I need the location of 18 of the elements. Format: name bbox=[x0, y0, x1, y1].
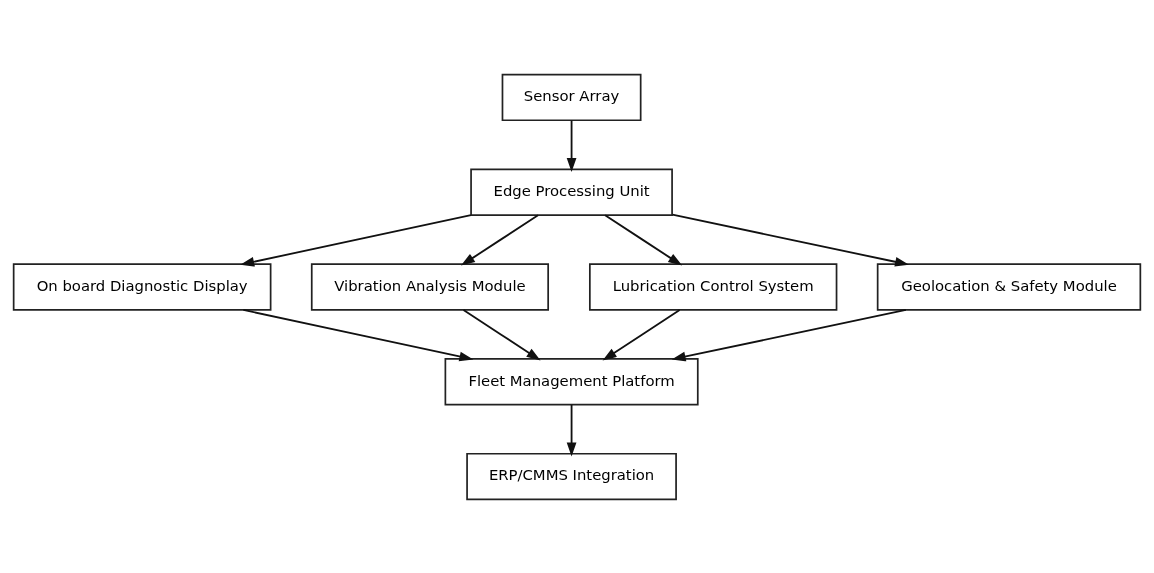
arrow bbox=[604, 213, 683, 266]
node-box: ERP/CMMS Integration bbox=[466, 452, 677, 500]
arrow bbox=[566, 403, 577, 456]
node-box: On board Diagnostic Display bbox=[12, 262, 272, 311]
arrow bbox=[242, 308, 474, 361]
arrow bbox=[460, 213, 539, 266]
node-box: Geolocation & Safety Module bbox=[876, 262, 1142, 311]
arrow bbox=[671, 213, 910, 267]
arrow bbox=[462, 308, 541, 360]
arrow bbox=[602, 308, 681, 360]
node-box: Lubrication Control System bbox=[589, 262, 838, 311]
node-box: Sensor Array bbox=[501, 73, 642, 121]
arrow bbox=[671, 308, 907, 361]
node-box: Edge Processing Unit bbox=[470, 168, 673, 216]
node-box: Vibration Analysis Module bbox=[310, 262, 549, 311]
node-box: Fleet Management Platform bbox=[444, 357, 699, 405]
arrow bbox=[240, 213, 472, 267]
arrow bbox=[566, 119, 577, 172]
